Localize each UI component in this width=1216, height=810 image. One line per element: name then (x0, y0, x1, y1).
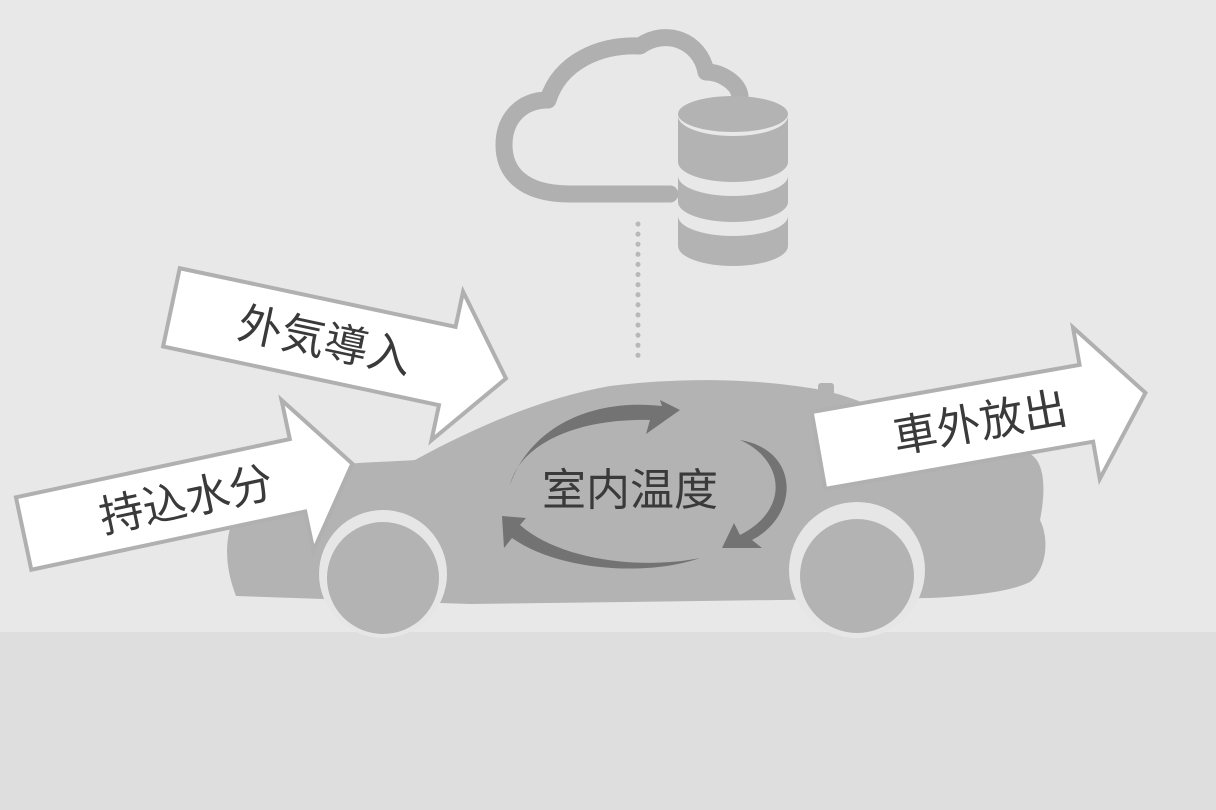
cabin-temperature-label: 室内温度 (542, 465, 718, 516)
cloud-icon (495, 29, 749, 203)
database-icon (678, 96, 788, 266)
circular-arrows-icon (502, 400, 787, 569)
outside-air-arrow: 外気導入 (160, 265, 509, 446)
ground (0, 632, 1216, 810)
exhaust-arrow: 車外放出 (809, 322, 1148, 492)
